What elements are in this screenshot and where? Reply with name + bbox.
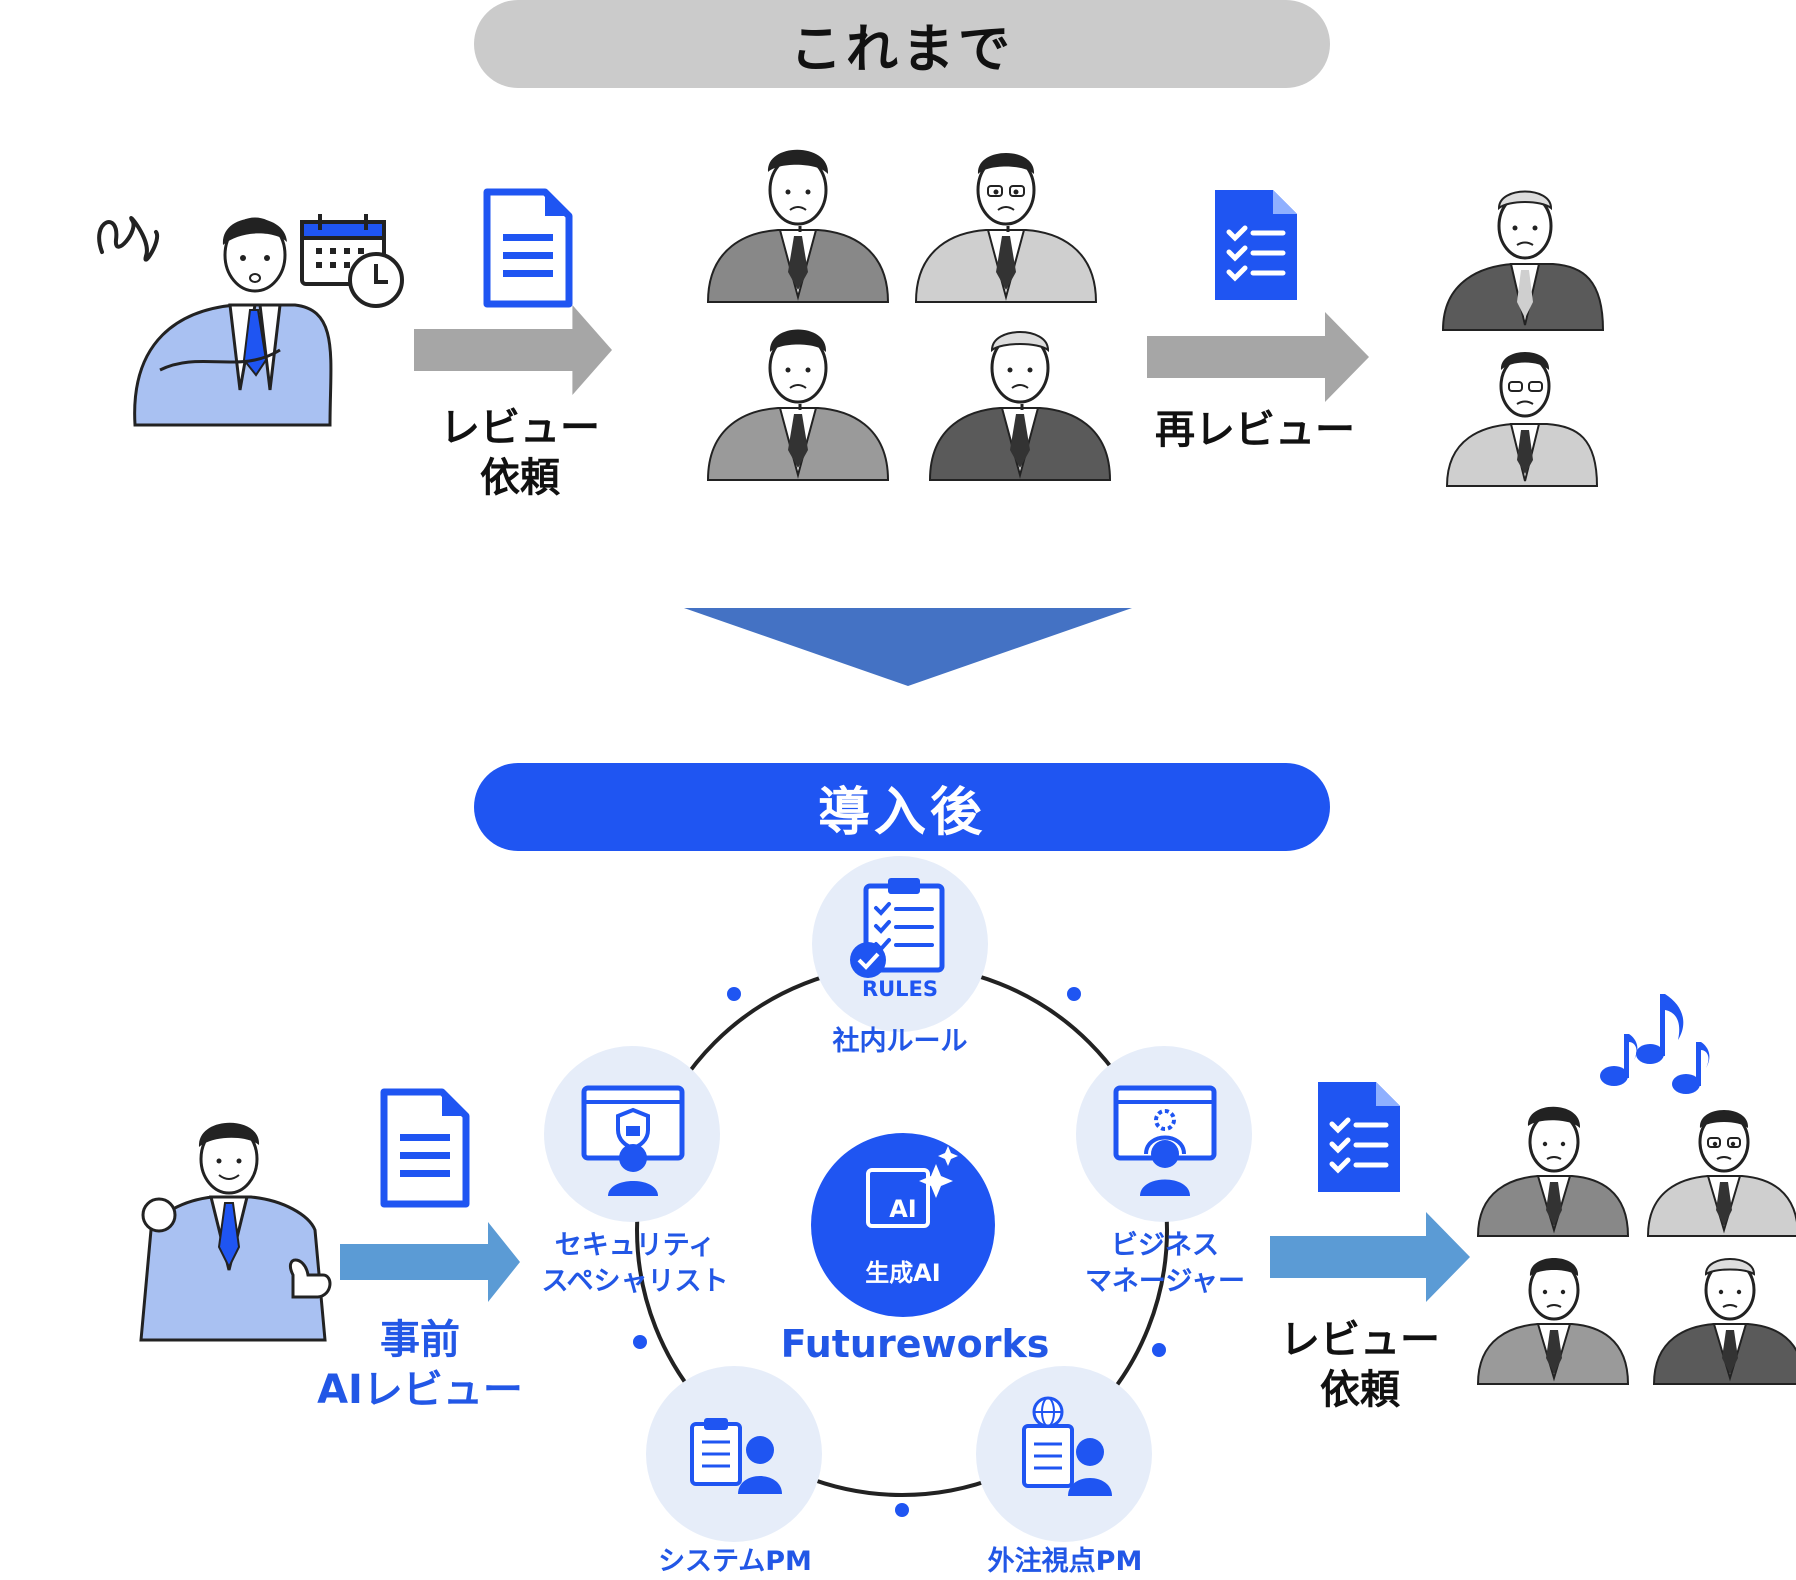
document-icon xyxy=(483,188,573,308)
node-label-security-specialist: セキュリティ スペシャリスト xyxy=(541,1230,729,1297)
re-reviewers-group xyxy=(1441,190,1605,487)
reviewers-group-before xyxy=(706,149,1112,482)
header-after: 導入後 xyxy=(474,763,1330,851)
node-label-business-manager: ビジネス マネージャー xyxy=(1084,1230,1246,1297)
node-label-outsourcing-pm: 外注視点PM xyxy=(987,1546,1143,1577)
generative-ai-label: 生成AI xyxy=(865,1259,941,1287)
ai-badge-label: AI xyxy=(889,1195,917,1223)
worried-person-icon xyxy=(97,214,404,427)
review-request-label-after: レビュー 依頼 xyxy=(1280,1317,1440,1413)
reviewers-group-after xyxy=(1476,1106,1796,1386)
transition-arrow-down xyxy=(684,608,1132,686)
re-review-label: 再レビュー xyxy=(1155,407,1355,453)
confident-person-icon xyxy=(139,1122,332,1342)
node-label-system-pm: システムPM xyxy=(658,1546,812,1577)
rules-label: RULES xyxy=(861,977,939,1001)
system-pm-icon xyxy=(646,1366,822,1542)
header-before: これまで xyxy=(474,0,1330,88)
security-specialist-icon xyxy=(544,1046,720,1222)
rules-clipboard-icon xyxy=(812,856,988,1032)
outsourcing-pm-icon xyxy=(976,1366,1152,1542)
document-icon xyxy=(380,1088,470,1208)
review-request-arrow-after xyxy=(1270,1212,1470,1302)
pre-ai-review-arrow xyxy=(340,1222,520,1302)
review-request-arrow xyxy=(414,305,612,395)
pre-ai-review-label: 事前 AIレビュー xyxy=(317,1317,523,1413)
music-notes-icon xyxy=(1600,994,1710,1094)
generative-ai-badge xyxy=(811,1133,995,1317)
checklist-document-icon xyxy=(1215,190,1297,300)
re-review-arrow xyxy=(1147,312,1369,402)
checklist-document-icon xyxy=(1318,1082,1400,1192)
node-label-company-rules: 社内ルール xyxy=(832,1026,968,1057)
review-request-label: レビュー 依頼 xyxy=(440,405,600,501)
brand-name: Futureworks xyxy=(780,1322,1050,1366)
business-manager-icon xyxy=(1076,1046,1252,1222)
